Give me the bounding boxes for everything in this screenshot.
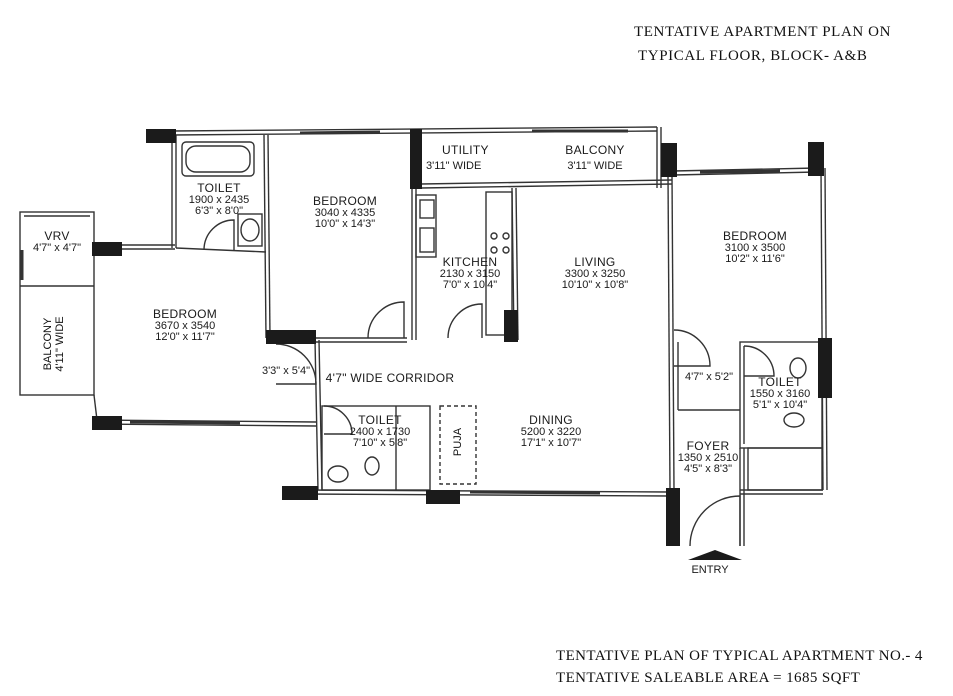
room-bedroom-mid: BEDROOM 3040 x 4335 10'0" x 14'3" — [290, 195, 400, 231]
room-name: FOYER — [686, 439, 730, 453]
room-metric: 3040 x 4335 — [314, 206, 376, 219]
room-puja: PUJA — [452, 418, 464, 466]
room-name: BEDROOM — [722, 229, 788, 243]
room-name: UTILITY — [442, 143, 489, 157]
room-name: TOILET — [197, 181, 241, 195]
room-toilet-right: TOILET 1550 x 3160 5'1" x 10'4" — [742, 376, 818, 412]
room-corridor: 4'7" WIDE CORRIDOR — [320, 372, 460, 385]
room-name: BALCONY — [42, 317, 54, 371]
room-metric: 3670 x 3540 — [154, 319, 216, 332]
room-name: KITCHEN — [442, 255, 498, 269]
room-metric: 1550 x 3160 — [749, 387, 811, 400]
room-utility: UTILITY 3'11" WIDE — [426, 144, 506, 172]
plan-caption-line2: TENTATIVE SALEABLE AREA = 1685 SQFT — [556, 670, 861, 686]
room-imperial: 10'10" x 10'8" — [561, 279, 629, 292]
room-metric: 2130 x 3150 — [439, 267, 501, 280]
room-name: BEDROOM — [152, 307, 218, 321]
room-name: TOILET — [758, 375, 802, 389]
room-toilet-bottom: TOILET 2400 x 1730 7'10" x 5'8" — [330, 414, 430, 450]
room-dimension: 3'11" WIDE — [567, 159, 623, 172]
room-dimension: 3'11" WIDE — [426, 159, 482, 172]
room-name: ENTRY — [691, 564, 729, 576]
room-metric: 5200 x 3220 — [520, 425, 582, 438]
room-imperial: 12'0" x 11'7" — [155, 331, 215, 344]
room-kitchen: KITCHEN 2130 x 3150 7'0" x 10'4" — [430, 256, 510, 292]
room-name: PUJA — [452, 427, 464, 457]
room-balcony-top: BALCONY 3'11" WIDE — [545, 144, 645, 172]
room-imperial: 5'1" x 10'4" — [752, 399, 808, 412]
room-imperial: 6'3" x 8'0" — [194, 205, 244, 218]
room-name: BEDROOM — [312, 194, 378, 208]
plan-caption-line1: TENTATIVE PLAN OF TYPICAL APARTMENT NO.-… — [556, 648, 923, 664]
room-imperial: 10'0" x 14'3" — [314, 218, 376, 231]
room-imperial: 7'10" x 5'8" — [352, 437, 408, 450]
room-dimension: 4'7" x 4'7" — [32, 241, 82, 254]
entry-label: ENTRY — [680, 564, 740, 577]
room-imperial: 4'5" x 8'3" — [683, 463, 733, 476]
room-metric: 3100 x 3500 — [724, 241, 786, 254]
room-name: BALCONY — [565, 143, 625, 157]
plan-title-line2: TYPICAL FLOOR, BLOCK- A&B — [638, 48, 868, 64]
room-foyer: FOYER 1350 x 2510 4'5" x 8'3" — [668, 440, 748, 476]
room-lobby-left: 3'3" x 5'4" — [256, 365, 316, 378]
room-balcony-left: BALCONY 4'11" WIDE — [42, 304, 66, 384]
room-lobby-right: 4'7" x 5'2" — [676, 371, 742, 384]
room-imperial: 17'1" x 10'7" — [520, 437, 582, 450]
room-bedroom-left: BEDROOM 3670 x 3540 12'0" x 11'7" — [130, 308, 240, 344]
room-dimension: 4'7" x 5'2" — [684, 371, 734, 383]
room-name: VRV — [44, 229, 70, 243]
room-imperial: 10'2" x 11'6" — [725, 253, 785, 266]
plan-title-line1: TENTATIVE APARTMENT PLAN ON — [634, 24, 892, 40]
room-name: 4'7" WIDE CORRIDOR — [325, 371, 455, 385]
room-imperial: 7'0" x 10'4" — [442, 279, 498, 292]
room-toilet-top: TOILET 1900 x 2435 6'3" x 8'0" — [176, 182, 262, 218]
room-vrv: VRV 4'7" x 4'7" — [24, 230, 90, 254]
room-metric: 2400 x 1730 — [349, 425, 411, 438]
room-name: DINING — [529, 413, 573, 427]
room-name: TOILET — [358, 413, 402, 427]
room-metric: 3300 x 3250 — [564, 267, 626, 280]
room-bedroom-right: BEDROOM 3100 x 3500 10'2" x 11'6" — [700, 230, 810, 266]
room-dimension: 3'3" x 5'4" — [261, 365, 311, 377]
room-dining: DINING 5200 x 3220 17'1" x 10'7" — [496, 414, 606, 450]
room-living: LIVING 3300 x 3250 10'10" x 10'8" — [540, 256, 650, 292]
room-metric: 1900 x 2435 — [188, 193, 250, 206]
room-dimension: 4'11" WIDE — [54, 316, 66, 372]
room-name: LIVING — [574, 255, 616, 269]
room-metric: 1350 x 2510 — [677, 451, 739, 464]
